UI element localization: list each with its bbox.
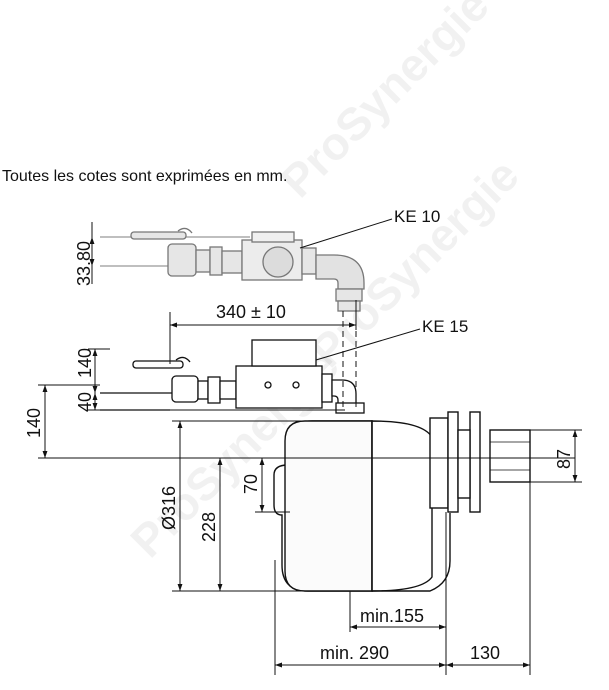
dimension-lines — [38, 218, 582, 675]
ke10-valve-assembly — [100, 227, 365, 312]
dim-140-left: 140 — [24, 408, 44, 438]
dim-130: 130 — [470, 643, 500, 663]
dim-min-155: min.155 — [360, 606, 424, 626]
dim-33-80: 33.80 — [74, 241, 94, 286]
dim-70: 70 — [241, 474, 261, 494]
dim-40: 40 — [75, 392, 95, 412]
ke15-label: KE 15 — [422, 317, 468, 336]
dimensions-note: Toutes les cotes sont exprimées en mm. — [2, 168, 288, 185]
dim-87: 87 — [554, 449, 574, 469]
dim-diameter-316: Ø316 — [159, 486, 179, 530]
dim-340: 340 ± 10 — [216, 302, 286, 322]
dim-228: 228 — [199, 512, 219, 542]
burner-body — [273, 411, 531, 592]
dashed-guides — [342, 311, 357, 408]
ke10-label: KE 10 — [394, 207, 440, 226]
dim-140-upper: 140 — [75, 348, 95, 378]
dim-min-290: min. 290 — [320, 643, 389, 663]
